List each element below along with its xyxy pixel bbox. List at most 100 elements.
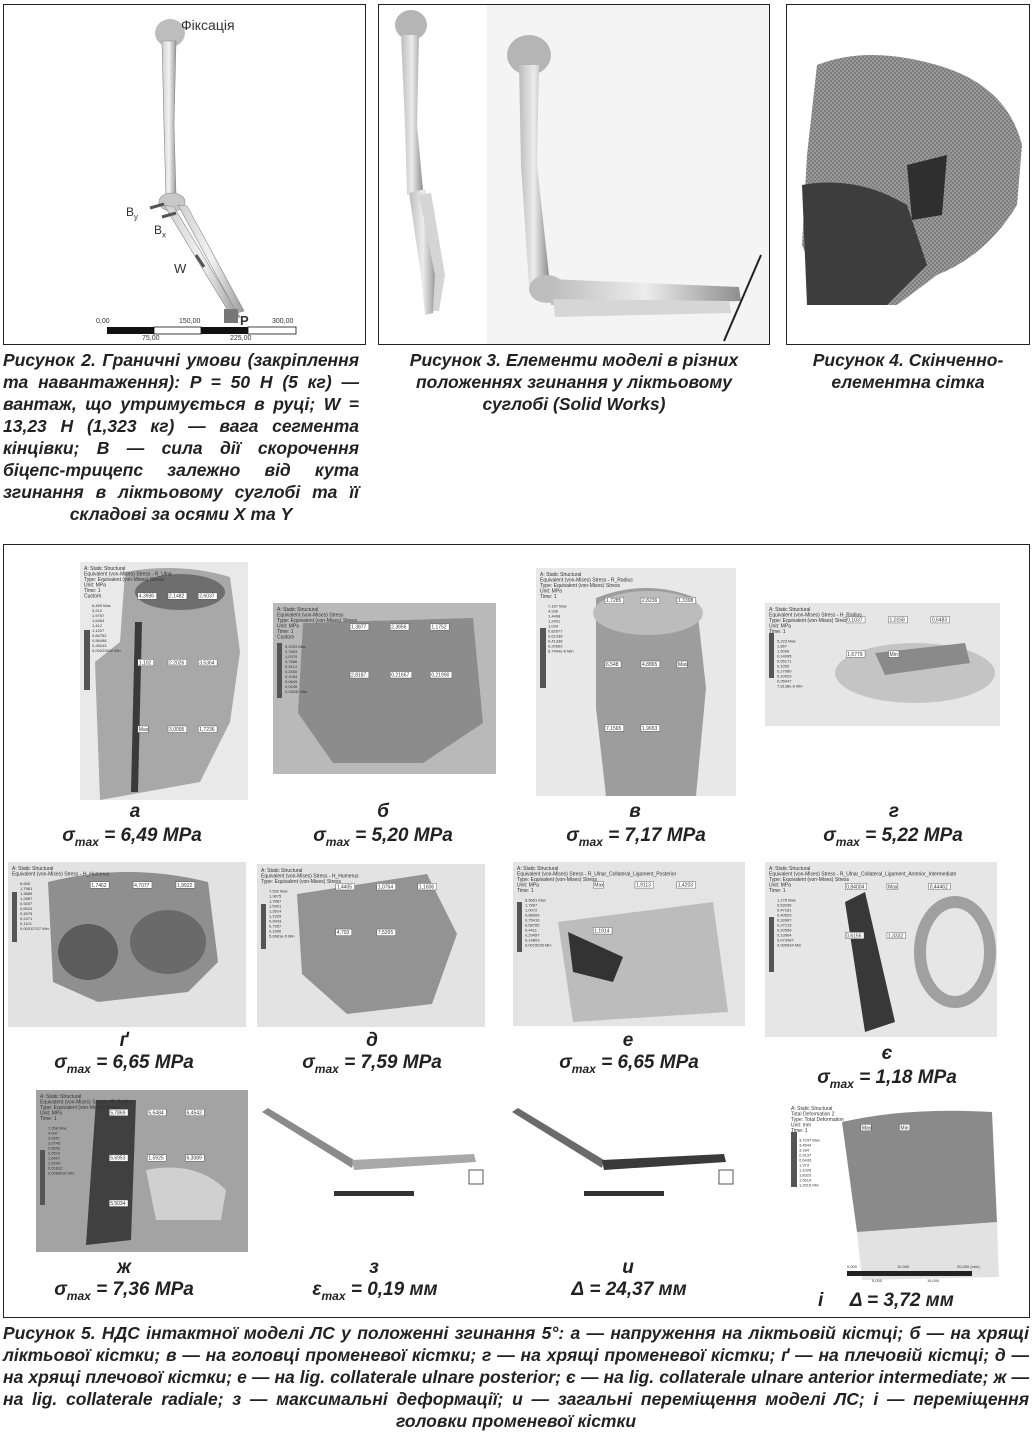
value-tag-box [846,616,866,624]
value-tag-box [198,659,218,667]
scale-tick-150: 150,00 [179,318,201,325]
panel-ye-value: σmax = 1,18 MPa [817,1067,957,1091]
value-tag: 5,5034 [110,1201,126,1207]
value-tag-box [886,883,898,890]
scale-tick-75: 75,00 [142,335,160,342]
value-tag: 1,0158 [890,617,906,623]
legend-value: 7,167 Max [548,604,567,609]
legend-value: 6,655 [20,881,31,886]
value-tag: 3,5364 [199,660,215,666]
load-marker [224,309,238,323]
value-tag: 4,7077 [134,883,150,889]
panel-header-text: Unit: MPa [84,583,106,589]
panel-header-text: Time: 1 [791,1128,808,1134]
panel-g-ukr-letter: ґ [119,1030,129,1051]
panel-header-text: Equivalent (von-Mises) Stress - R_Radius [40,1100,133,1106]
weight-label: W [174,261,187,276]
value-tag: 1,9113 [636,883,651,889]
load-p-label: P [240,313,249,328]
panel-b-letter: б [377,801,389,822]
panel-header-text: A: Static Structural [12,866,53,872]
value-tag-box [137,725,149,733]
value-tag: 1,4405 [337,884,353,890]
legend-value: 0,75416 [525,918,540,923]
panel-header-text: Time: 1 [40,1116,57,1122]
value-tag-box [132,881,153,889]
legend-value: 0,9207 [20,901,33,906]
panel-header-text: Equivalent (von-Mises) Stress - R_Ulna [84,572,172,578]
panel-header-text: A: Static Structural [769,607,810,613]
figure-5-caption: Рисунок 5. НДС інтактної моделі ЛС у пол… [3,1323,1029,1431]
panel-header-text: Total Deformation 2 [791,1112,835,1118]
legend-value: 4,097 [48,1131,59,1136]
value-tag: 1,3398 [678,598,694,604]
value-tag-box [430,671,453,679]
legend-value: 0,61338 [548,634,563,639]
scale-label: 10,000 [897,1264,910,1269]
value-tag: 1,4203 [678,883,694,889]
panel-header-text: Custom [84,594,101,600]
legend-value: 0,073487 [777,938,794,943]
legend-value: 1,3889 [20,891,33,896]
value-tag-box [417,883,437,891]
value-tag-box [430,623,450,631]
legend-value: 5,0681e-5 Min [269,934,295,939]
legend-value: 0,41338 [548,639,563,644]
value-tag-box [198,592,218,600]
panel-header-text: Type: Total Deformation [791,1117,844,1123]
fixation-label: Фіксація [181,17,235,33]
panel-header-text: Time: 1 [769,888,786,894]
humerus-bone [161,40,177,198]
panel-e-letter: е [622,1030,634,1051]
panel-header-text: Unit: mm [791,1123,811,1129]
value-tag: 1,9653 [642,726,658,732]
legend-value: 1,9767 [92,613,105,618]
value-tag-box [185,1109,205,1116]
panel-ye-letter: є [881,1043,893,1064]
panel-header-text: Time: 1 [540,594,557,600]
value-tag: 2,8236 [642,598,658,604]
scale-label: 0,000 [847,1264,858,1269]
legend-value: 1,2915 Min [799,1183,819,1188]
value-tag: 1,102 [139,660,152,666]
legend-value: 1,1929 [269,914,282,919]
value-tag-box [108,1199,129,1207]
value-tag: 2,2026 [169,660,185,666]
value-tag: 5,7869 [110,1110,126,1116]
legend-value: 0,84752 [92,633,107,638]
legend-value: 0,9943 [269,919,282,924]
panel-header-text: Custom [277,635,294,641]
value-tag: 1,1752 [431,625,447,631]
legend-value: 2,9137 [799,1153,812,1158]
legend-value: 0,40525 [777,913,792,918]
legend-value: 1,8323 [799,1173,812,1178]
legend-value: 1,0294 [48,1161,61,1166]
legend-value: 1,5901 [269,904,282,909]
panel-header-text: Type: Equivalent (von-Mises) Stress [261,879,342,885]
legend-value: 0,7666 [285,659,298,664]
legend-value: 0,56498 [92,638,107,643]
value-tag: Min [900,1125,908,1131]
legend-value: 0,10029 [777,674,792,679]
value-tag: 1,6779 [847,652,863,658]
value-tag-box [676,881,696,889]
value-tag: 1,3877 [351,625,367,631]
panel-y [504,1100,746,1204]
value-tag-box [860,1124,872,1131]
value-tag: 7,1565 [606,726,622,732]
panel-header-text: A: Static Structural [261,868,302,874]
value-tag: 1,1606 [419,884,435,890]
legend-value: 0,5114 [285,664,298,669]
panel-z [254,1100,497,1204]
panel-i-letter: і [818,1290,824,1311]
legend-value: 0,00023942 Min [92,648,121,653]
force-bx-label: Bx [154,223,167,240]
value-tag: 0,21990 [431,673,449,679]
value-tag: 4,8865 [642,662,658,668]
legend-value: 0,51812 [48,1166,63,1171]
